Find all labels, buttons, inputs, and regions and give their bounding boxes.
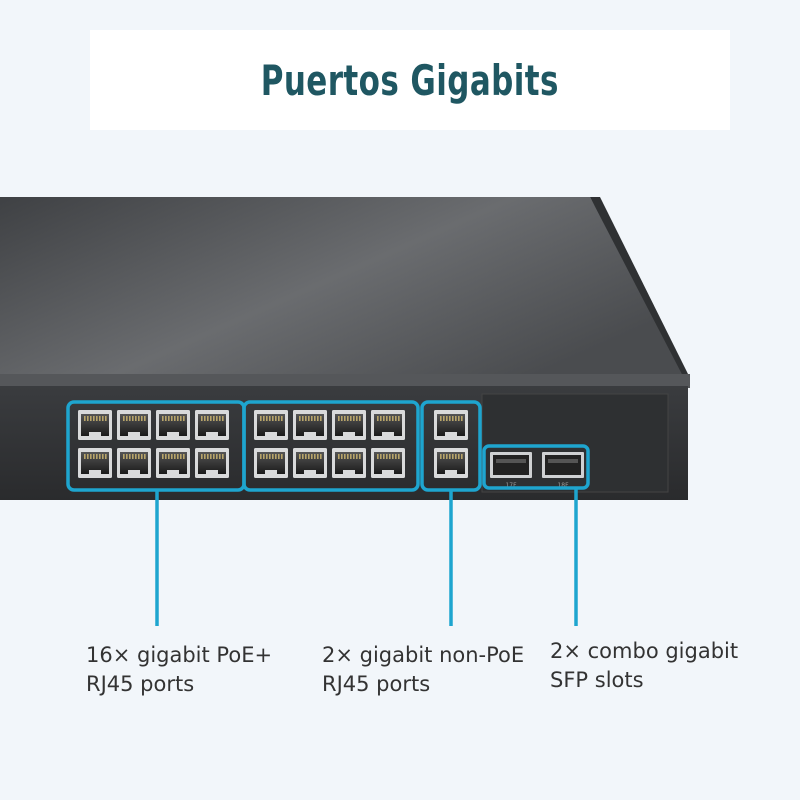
non-poe-port	[434, 410, 468, 440]
poe-highlight-right	[242, 400, 420, 492]
poe-port	[195, 448, 229, 478]
poe-port	[254, 448, 288, 478]
poe-port	[293, 410, 327, 440]
poe-port-group	[78, 410, 405, 478]
callout-poe-line1: 16× gigabit PoE+	[86, 643, 273, 667]
poe-port	[117, 410, 151, 440]
poe-port	[371, 448, 405, 478]
callout-poe-line2: RJ45 ports	[86, 672, 195, 696]
sfp-slot: 18F	[542, 452, 584, 489]
title-card: Puertos Gigabits	[90, 30, 730, 130]
poe-port	[332, 410, 366, 440]
poe-port	[254, 410, 288, 440]
sfp-slot-label: 18F	[557, 482, 569, 489]
callout-non-poe-line2: RJ45 ports	[322, 672, 431, 696]
callout-sfp-slots: 2× combo gigabit SFP slots	[550, 637, 738, 695]
callout-non-poe-ports: 2× gigabit non-PoE RJ45 ports	[322, 641, 524, 699]
callout-sfp-line2: SFP slots	[550, 668, 644, 692]
sfp-slot-label: 17F	[505, 482, 517, 489]
sfp-highlight	[482, 444, 590, 490]
switch-side-edge	[590, 197, 690, 382]
sfp-slot-group: 17F 18F	[490, 452, 584, 489]
poe-port	[156, 410, 190, 440]
callout-poe-ports: 16× gigabit PoE+ RJ45 ports	[86, 641, 272, 699]
poe-port	[371, 410, 405, 440]
poe-port	[117, 448, 151, 478]
poe-port	[78, 410, 112, 440]
poe-port	[156, 448, 190, 478]
switch-top-panel	[0, 197, 690, 380]
poe-port	[78, 448, 112, 478]
poe-port	[332, 448, 366, 478]
page-title: Puertos Gigabits	[260, 55, 560, 105]
poe-port	[195, 410, 229, 440]
sfp-slot: 17F	[490, 452, 532, 489]
non-poe-port	[434, 448, 468, 478]
non-poe-port-group	[434, 410, 468, 478]
poe-port	[293, 448, 327, 478]
callout-sfp-line1: 2× combo gigabit	[550, 639, 739, 663]
switch-front-lip	[0, 374, 690, 388]
callout-non-poe-line1: 2× gigabit non-PoE	[322, 643, 525, 667]
